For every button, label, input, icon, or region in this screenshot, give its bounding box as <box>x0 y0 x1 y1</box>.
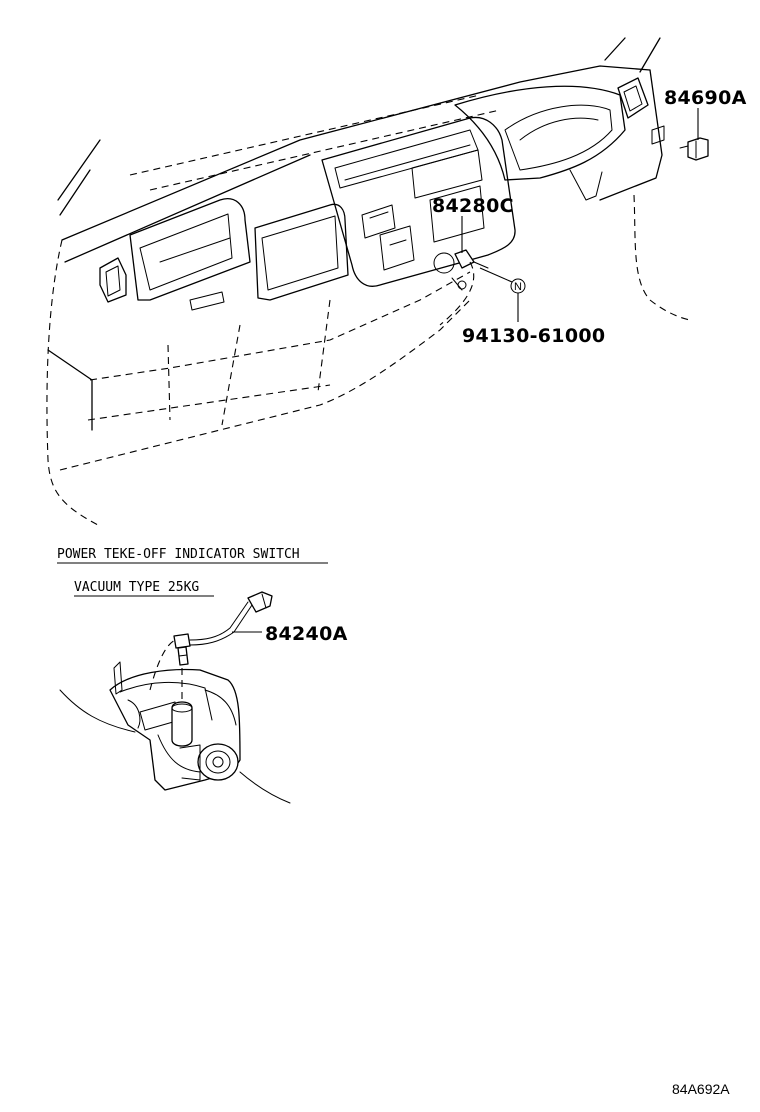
pto-assembly-drawing <box>59 591 291 804</box>
instrument-panel-drawing <box>46 37 691 526</box>
diagram-ref-code: 84A692A <box>672 1081 730 1097</box>
part-label-84240a: 84240A <box>265 623 348 645</box>
leader-n <box>479 267 513 283</box>
section-title: POWER TEKE-OFF INDICATOR SWITCH <box>57 547 300 562</box>
switch-84690a-drawing <box>679 137 709 161</box>
variant-label: VACUUM TYPE 25KG <box>74 580 199 595</box>
circle-n-label: N <box>514 281 522 293</box>
part-label-84690a: 84690A <box>664 87 747 109</box>
part-label-94130-61000: 94130-61000 <box>462 325 605 347</box>
part-label-84280c: 84280C <box>432 195 514 217</box>
switch-84280c-drawing <box>433 249 489 326</box>
